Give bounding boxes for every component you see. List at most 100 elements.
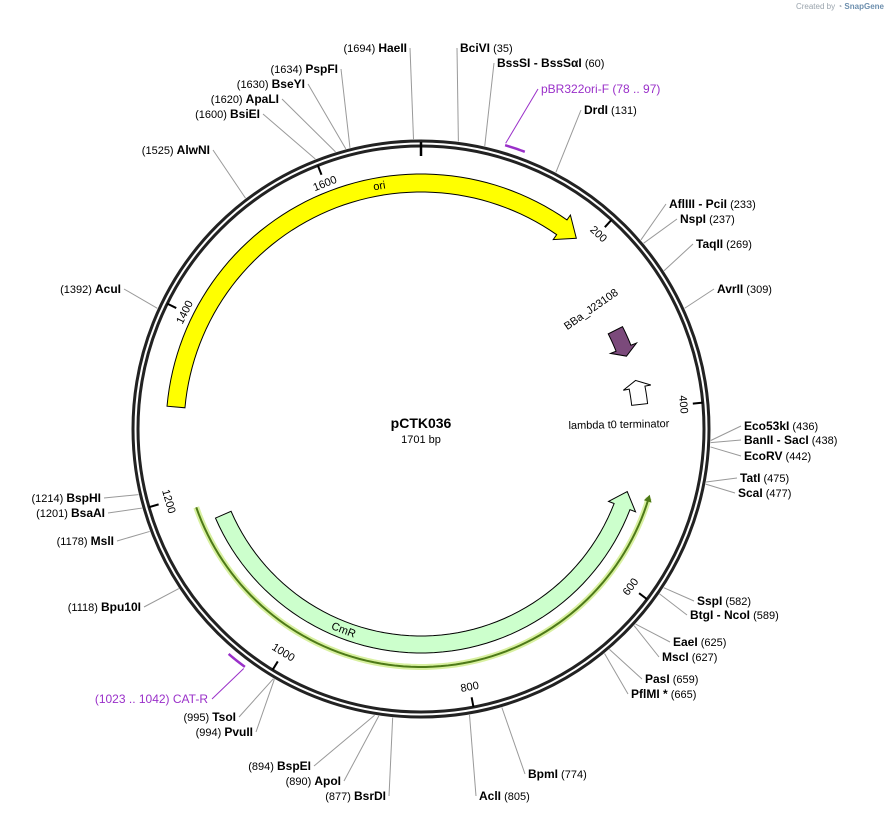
enzyme-name: BseYI [272,77,305,91]
enzyme-name-alt: BssSαI [541,56,582,70]
enzyme-name: HaeII [378,41,407,55]
enzyme-position: (894) [248,761,277,773]
enzyme-sep: - [530,56,541,70]
leader-line-scai [705,483,736,494]
enzyme-name: EaeI [673,635,698,649]
enzyme-label-pasi: PasI (659) [645,672,698,686]
cut-site-leader-lines [103,47,742,797]
enzyme-label-btgi: BtgI - NcoI (589) [690,608,779,622]
enzyme-name: BpmI [528,767,558,781]
enzyme-label-bsiei: (1600) BsiEI [195,107,260,121]
enzyme-name: ApaLI [246,92,279,106]
enzyme-position: (1694) [343,43,378,55]
tick-label: 1000 [270,641,297,664]
enzyme-label-pvuii: (994) PvuII [196,725,253,739]
enzyme-label-banii: BanII - SacI (438) [744,433,837,447]
enzyme-label-bpu10i: (1118) Bpu10I [68,600,141,614]
enzyme-label-eaei: EaeI (625) [673,635,726,649]
leader-line-taqii [663,243,694,272]
enzyme-label-ecorv: EcoRV (442) [744,449,811,463]
enzyme-label-sspi: SspI (582) [697,594,751,608]
enzyme-label-taqii: TaqII (269) [696,237,752,251]
leader-line-tsoi [238,678,274,718]
snapgene-watermark: Created by ◔ SnapGene [796,2,884,11]
enzyme-name: SspI [697,594,722,608]
enzyme-position: (475) [760,473,789,485]
enzyme-name: PvuII [224,725,253,739]
watermark-brand: SnapGene [844,2,884,11]
enzyme-label-bsssi: BssSI - BssSαI (60) [497,56,604,70]
enzyme-name: AlwNI [177,143,210,157]
enzyme-position: (35) [490,43,513,55]
tick-mark [148,503,159,509]
leader-line-haeii [409,47,415,140]
enzyme-name: AcuI [95,282,121,296]
leader-line-eco53ki [710,425,742,441]
enzyme-labels: BciVI (35)BssSI - BssSαI (60)DrdI (131)A… [31,41,837,803]
enzyme-position: (582) [722,596,751,608]
leader-line-bpu10i [143,588,180,608]
leader-line-bspei [313,714,375,767]
feature-label-lambda-t0: lambda t0 terminator [568,418,669,432]
enzyme-name: MscI [662,650,689,664]
enzyme-name-alt: NcoI [724,608,750,622]
plasmid-length: 1701 bp [401,434,441,446]
enzyme-name: BsaAI [71,506,105,520]
enzyme-label-nspi: NspI (237) [680,212,735,226]
orf-arrowhead [643,494,652,503]
enzyme-position: (1214) [31,493,66,505]
enzyme-name: NspI [680,212,706,226]
enzyme-name: TatI [740,471,760,485]
enzyme-position: (1178) [57,536,91,548]
feature-label-ori: ori [372,180,386,194]
tick-mark [692,401,703,405]
enzyme-name: MslI [91,534,114,548]
enzyme-name: EcoRV [744,449,782,463]
enzyme-name: ApoI [314,774,341,788]
tick-mark [316,165,323,176]
enzyme-label-acli: AclI (805) [479,789,530,803]
enzyme-position: (60) [582,58,605,70]
orf-line [195,497,650,668]
enzyme-position: (1392) [60,284,95,296]
tick-label: 800 [460,680,480,695]
enzyme-position: (665) [668,689,697,701]
leader-line-alwni [212,149,246,199]
tick-mark [271,660,279,671]
feature-bba-j23108-arrow [607,325,638,357]
primer-leader-pbr322ori-f [505,88,539,144]
primer-leader-cat-r [211,668,245,700]
enzyme-label-eco53ki: Eco53kI (436) [744,419,818,433]
leader-line-pasi [609,649,643,680]
enzyme-name: Bpu10I [101,600,141,614]
enzyme-position: (269) [723,239,752,251]
primer-arc-cat-r [227,653,246,668]
watermark-prefix: Created by [795,2,836,11]
tick-mark [638,592,648,601]
enzyme-position: (1630) [237,79,272,91]
enzyme-name: BspHI [66,491,101,505]
leader-line-pspfi [340,68,351,148]
enzyme-name-alt: PciI [706,197,727,211]
enzyme-position: (438) [809,435,838,447]
leader-line-bseyi [307,83,347,150]
primer-label-cat-r: (1023 .. 1042) CAT-R [95,692,208,706]
leader-line-eaei [635,623,671,643]
enzyme-position: (1201) [36,508,71,520]
enzyme-label-tsoi: (995) TsoI [183,710,236,724]
enzyme-position: (890) [286,776,315,788]
leader-line-tati [706,477,738,483]
leader-line-ecorv [710,446,742,457]
leader-line-banii [710,439,742,444]
enzyme-label-acui: (1392) AcuI [60,282,121,296]
snapgene-logo-icon: ◔ [837,2,843,11]
enzyme-label-bseyi: (1630) BseYI [237,77,305,91]
enzyme-name: PspFI [305,62,338,76]
enzyme-label-avrii: AvrII (309) [717,282,772,296]
leader-line-bsssi [484,62,495,147]
enzyme-position: (1525) [142,145,177,157]
enzyme-position: (436) [789,421,818,433]
enzyme-name-alt: SacI [784,433,809,447]
enzyme-name: BtgI [690,608,713,622]
